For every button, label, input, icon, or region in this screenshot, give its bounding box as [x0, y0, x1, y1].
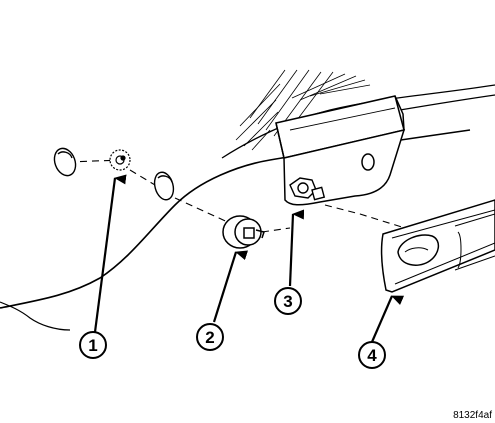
leader-arrow-3: [288, 209, 305, 287]
nut-part: [222, 215, 265, 249]
leader-arrows: [93, 174, 405, 343]
callout-3-label: 3: [283, 292, 292, 311]
leader-arrow-2: [212, 250, 248, 323]
panel-lower-edge: [0, 301, 71, 331]
panel-hole-left: [53, 147, 77, 177]
bolt-part: [289, 177, 326, 201]
callout-1: 1: [79, 331, 107, 359]
clip-part: [109, 149, 131, 171]
callout-1-label: 1: [88, 336, 97, 355]
callout-4: 4: [358, 341, 386, 369]
callout-3: 3: [274, 287, 302, 315]
leader-arrow-1: [93, 174, 127, 333]
upper-body-line-2: [399, 94, 495, 111]
rail-part: [380, 199, 495, 293]
callout-2-label: 2: [205, 328, 214, 347]
leader-arrow-4: [370, 295, 405, 343]
callout-4-label: 4: [367, 346, 377, 365]
figure-code: 8132f4af: [453, 410, 492, 421]
panel-hole-middle: [153, 171, 175, 201]
callout-2: 2: [196, 323, 224, 351]
